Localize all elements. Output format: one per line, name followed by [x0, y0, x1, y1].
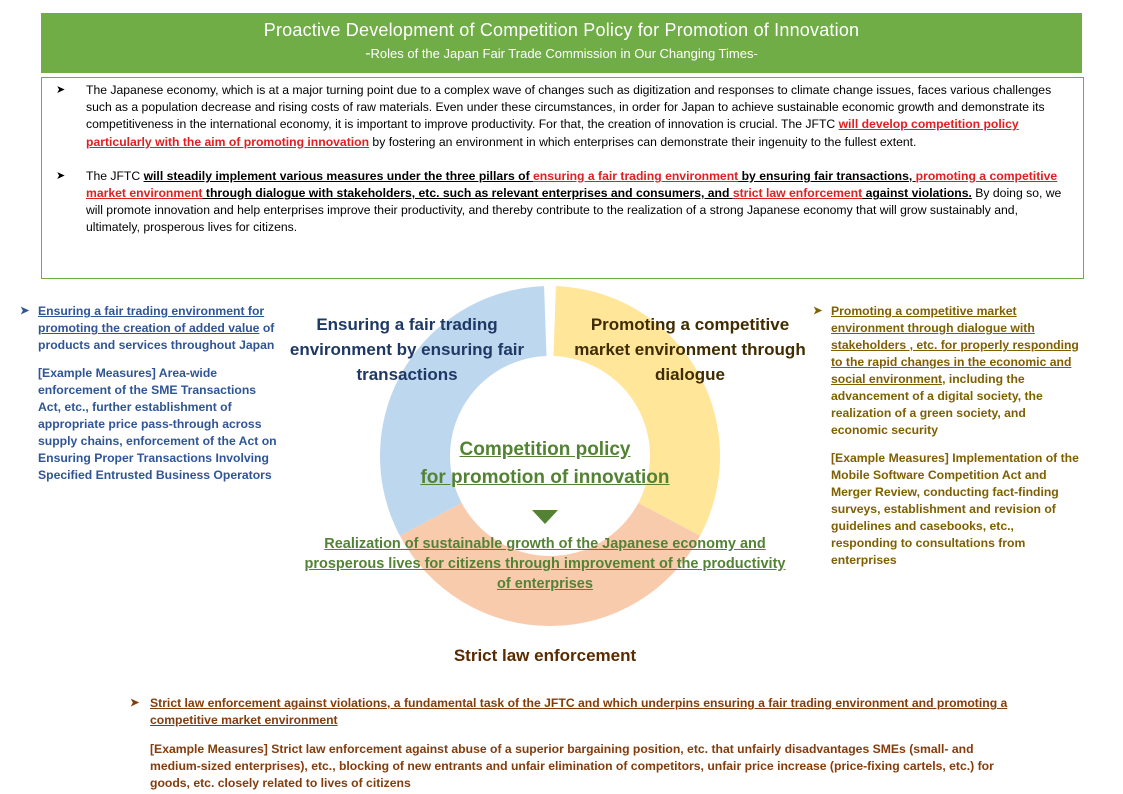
intro-p2-text-1: The JFTC	[86, 168, 144, 183]
center-goal-text: Realization of sustainable growth of the…	[304, 536, 786, 592]
intro-p2-pillar-strict: strict law enforcement	[732, 186, 863, 201]
right-panel-measures: [Example Measures] Implementation of the…	[831, 451, 1079, 567]
left-panel-measures: [Example Measures] Area-wide enforcement…	[38, 366, 277, 482]
ring-segment-competitive-market	[553, 286, 720, 536]
down-triangle-icon	[532, 510, 558, 524]
right-arrow-bullet-icon: ➤	[56, 169, 66, 182]
center-title-line-2: for promotion of innovation	[420, 467, 670, 488]
right-panel-competitive-market: ➤ Promoting a competitive market environ…	[813, 303, 1083, 569]
left-panel-lead-underlined: Ensuring a fair trading environment for …	[38, 304, 265, 335]
left-panel-fair-trading: ➤ Ensuring a fair trading environment fo…	[20, 303, 282, 484]
intro-p2-text-2: will steadily implement various measures…	[143, 168, 534, 183]
right-arrow-bullet-icon: ➤	[813, 305, 823, 317]
ring-segment-fair-trading	[379, 286, 547, 536]
subtitle-text: Roles of the Japan Fair Trade Commission…	[370, 46, 758, 61]
intro-p2-pillar-fair: ensuring a fair trading environment	[533, 168, 739, 183]
page-subtitle: -Roles of the Japan Fair Trade Commissio…	[41, 45, 1082, 63]
right-arrow-bullet-icon: ➤	[56, 84, 66, 96]
intro-p1-text-2: by fostering an environment in which ent…	[369, 134, 917, 149]
ring-segment-strict-enforcement	[399, 502, 701, 627]
header-banner: Proactive Development of Competition Pol…	[41, 13, 1082, 73]
competitive-market-pillar-label: Promoting a competitive market environme…	[574, 315, 806, 384]
strict-enforcement-pillar-label: Strict law enforcement	[453, 646, 637, 665]
left-panel-lead: ➤ Ensuring a fair trading environment fo…	[20, 303, 282, 354]
subtitle-dash: -	[365, 45, 371, 62]
intro-p2-text-9: By doing so, we will promote innovation …	[86, 186, 1062, 235]
bottom-panel-measures: [Example Measures] Strict law enforcemen…	[150, 742, 994, 790]
bottom-panel-lead: ➤ Strict law enforcement against violati…	[130, 695, 1010, 729]
intro-p2-text-8: against violations.	[862, 186, 972, 201]
right-arrow-bullet-icon: ➤	[20, 305, 30, 317]
center-policy-title: Competition policy for promotion of inno…	[380, 436, 710, 492]
intro-paragraph-1: ➤ The Japanese economy, which is at a ma…	[56, 82, 1069, 151]
intro-box: ➤ The Japanese economy, which is at a ma…	[41, 77, 1084, 279]
right-panel-lead: ➤ Promoting a competitive market environ…	[813, 303, 1083, 439]
intro-p1-highlight: will develop competition policy particul…	[86, 117, 1019, 149]
right-panel-lead-underlined: Promoting a competitive market environme…	[831, 304, 1079, 386]
intro-paragraph-2: ➤ The JFTC will steadily implement vario…	[56, 168, 1069, 237]
bottom-panel-lead-text: Strict law enforcement against violation…	[150, 696, 1008, 727]
intro-p2-pillar-competitive: promoting a competitive market environme…	[86, 168, 1058, 201]
fair-trading-pillar-label: Ensuring a fair trading environment by e…	[289, 315, 525, 384]
right-arrow-bullet-icon: ➤	[130, 697, 140, 709]
right-panel-lead-rest: including the advancement of a digital s…	[831, 372, 1043, 437]
intro-p2-text-6: through dialogue with stakeholders, etc.…	[202, 186, 733, 201]
intro-p1-text-1: The Japanese economy, which is at a majo…	[86, 83, 1052, 132]
left-panel-lead-rest: of products and services throughout Japa…	[38, 321, 275, 352]
page-title: Proactive Development of Competition Pol…	[263, 20, 860, 40]
intro-p2-text-4: by ensuring fair transactions,	[738, 168, 916, 183]
bottom-panel-strict-enforcement: ➤ Strict law enforcement against violati…	[130, 695, 1010, 792]
center-title-line-1: Competition policy	[459, 439, 631, 460]
